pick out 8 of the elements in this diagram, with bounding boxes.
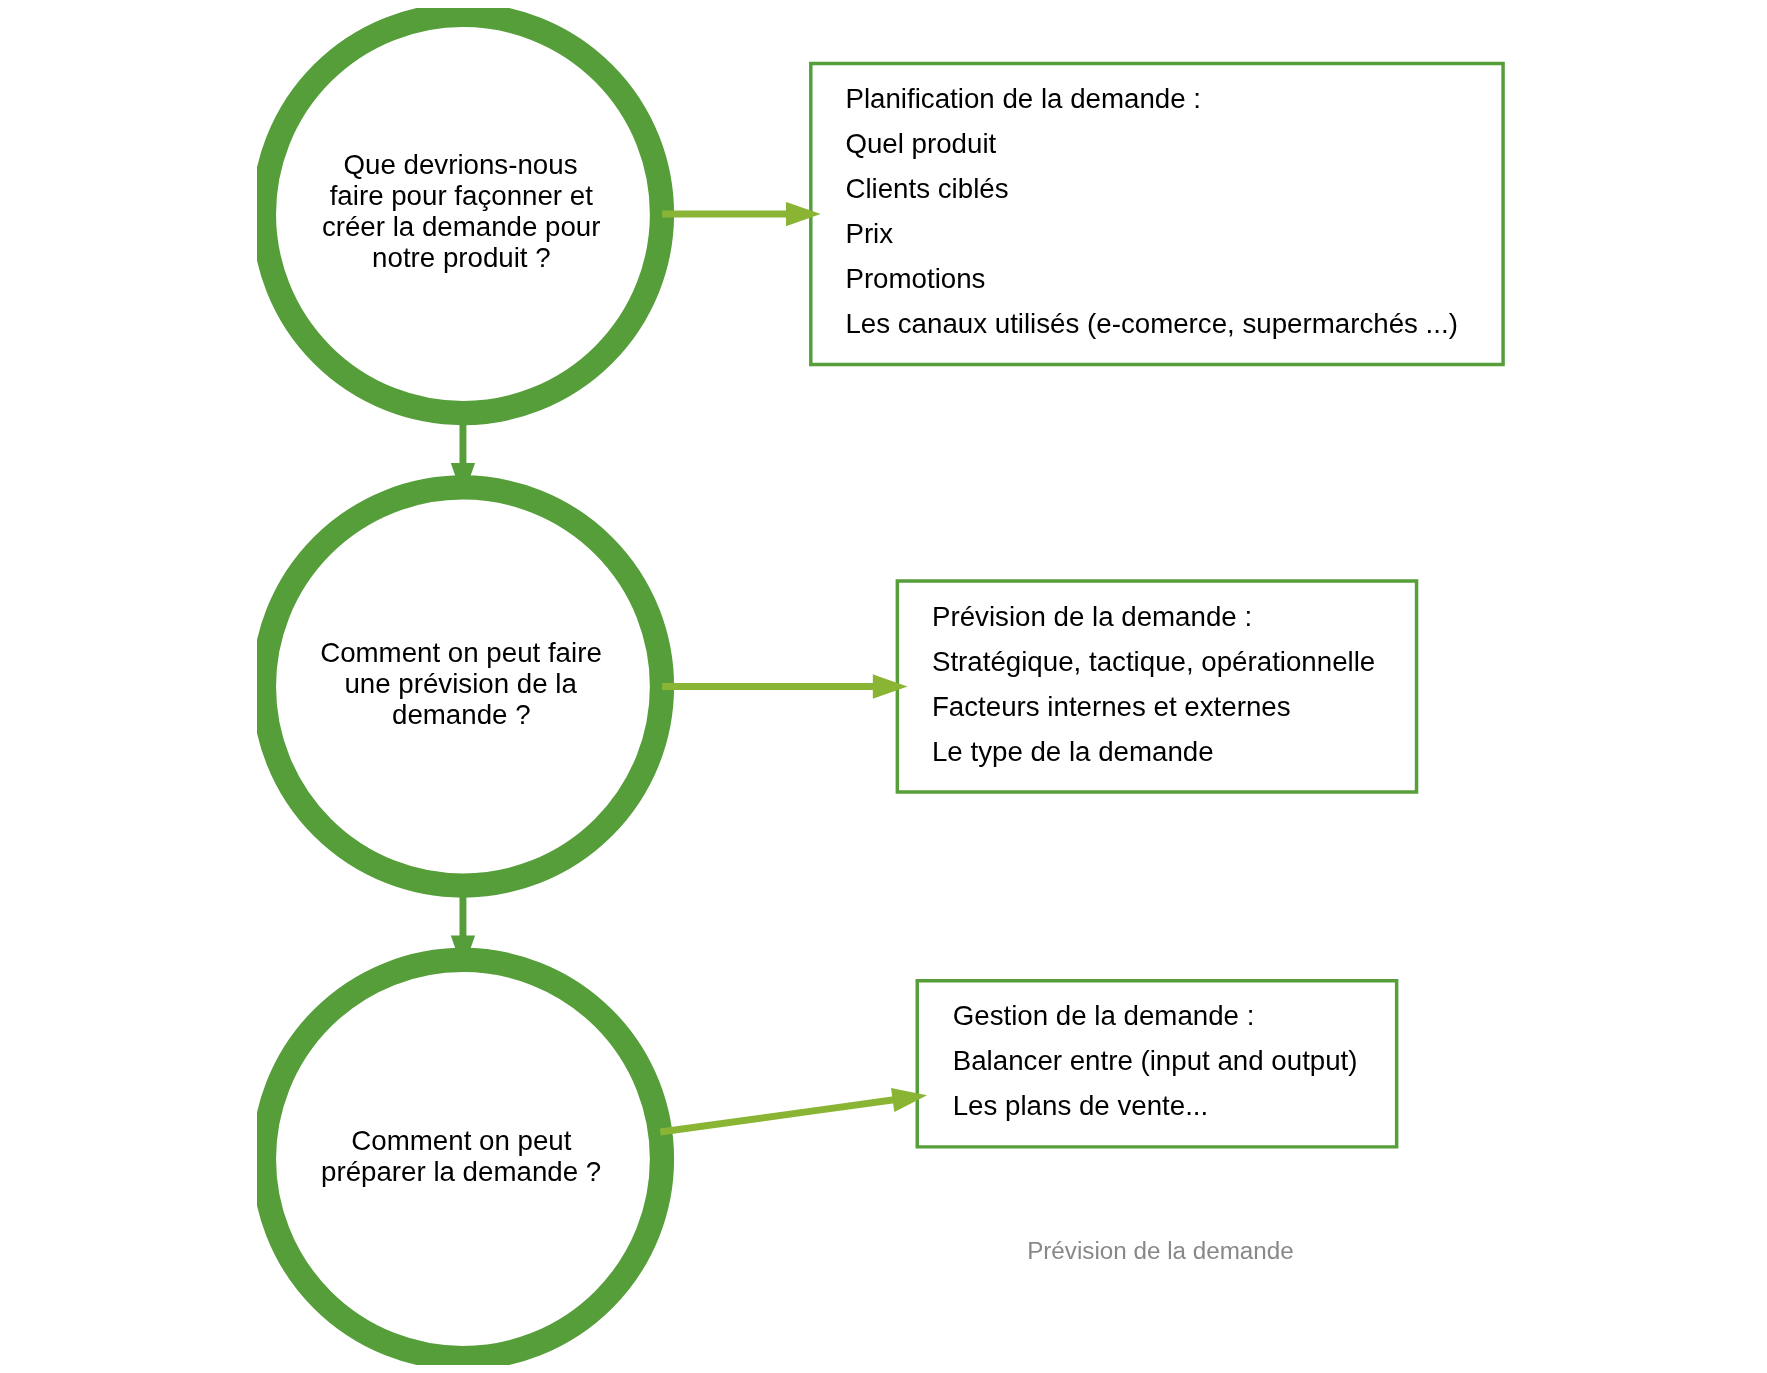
label: Prévision de la demande [1027,1236,1294,1264]
node-circle: Comment on peut préparer la demande ? [257,947,675,1365]
arrow [659,1087,928,1136]
node-box: Prévision de la demande : Stratégique, tactique, opérationnelle Facteurs internes et externes Le type de la demande [895,579,1419,794]
node-circle: Que devrions-nous faire pour façonner et créer la demande pour notre produit ? [257,8,675,426]
node-box: Gestion de la demande : Balancer entre (input and output) Les plans de vente... [915,979,1399,1149]
node-box: Planification de la demande : Quel produit Clients ciblés Prix Promotions Les canaux utilisés (e-comerce, supermarchés ...) [809,61,1505,367]
node-circle: Comment on peut faire une prévision de la demande ? [257,475,675,898]
